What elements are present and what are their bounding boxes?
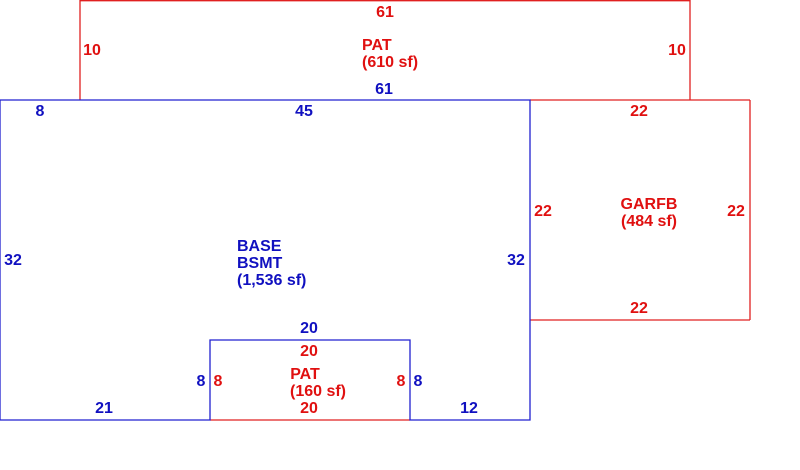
patio-top-name: PAT	[362, 37, 392, 54]
patio-top-top-dimension: 61	[376, 4, 394, 21]
base-area: (1,536 sf)	[237, 272, 306, 289]
patio-bottom-left-dimension: 8	[214, 373, 223, 390]
garage-area: (484 sf)	[621, 213, 677, 230]
patio-top-left-dimension: 10	[83, 42, 101, 59]
garage-right-dimension: 22	[727, 203, 745, 220]
garage-top-dimension: 22	[630, 103, 648, 120]
patio-top-right-dimension: 10	[668, 42, 686, 59]
base-top-left-dimension: 8	[36, 103, 45, 120]
base-notch-left-dimension: 8	[197, 373, 206, 390]
garage-name: GARFB	[621, 196, 678, 213]
patio-top-shape	[79, 0, 691, 100]
base-building-shape	[0, 99, 531, 421]
base-notch-top-dimension: 20	[300, 320, 318, 337]
base-bottom-left-dimension: 21	[95, 400, 113, 417]
base-name-line2: BSMT	[237, 255, 283, 272]
garage-shape	[530, 99, 751, 321]
base-bottom-right-dimension: 12	[460, 400, 478, 417]
base-top-dimension: 45	[295, 103, 313, 120]
base-left-dimension: 32	[4, 252, 22, 269]
patio-top-area: (610 sf)	[362, 54, 418, 71]
base-notch-right-dimension: 8	[414, 373, 423, 390]
garage-bottom-dimension: 22	[630, 300, 648, 317]
patio-bottom-top-dimension: 20	[300, 343, 318, 360]
garage-left-dimension: 22	[534, 203, 552, 220]
patio-top-bottom-dimension: 61	[375, 81, 393, 98]
patio-bottom-name: PAT	[290, 366, 320, 383]
patio-bottom-right-dimension: 8	[397, 373, 406, 390]
patio-bottom-area: (160 sf)	[290, 383, 346, 400]
base-name-line1: BASE	[237, 238, 282, 255]
patio-bottom-bottom-dimension: 20	[300, 400, 318, 417]
base-right-dimension: 32	[507, 252, 525, 269]
